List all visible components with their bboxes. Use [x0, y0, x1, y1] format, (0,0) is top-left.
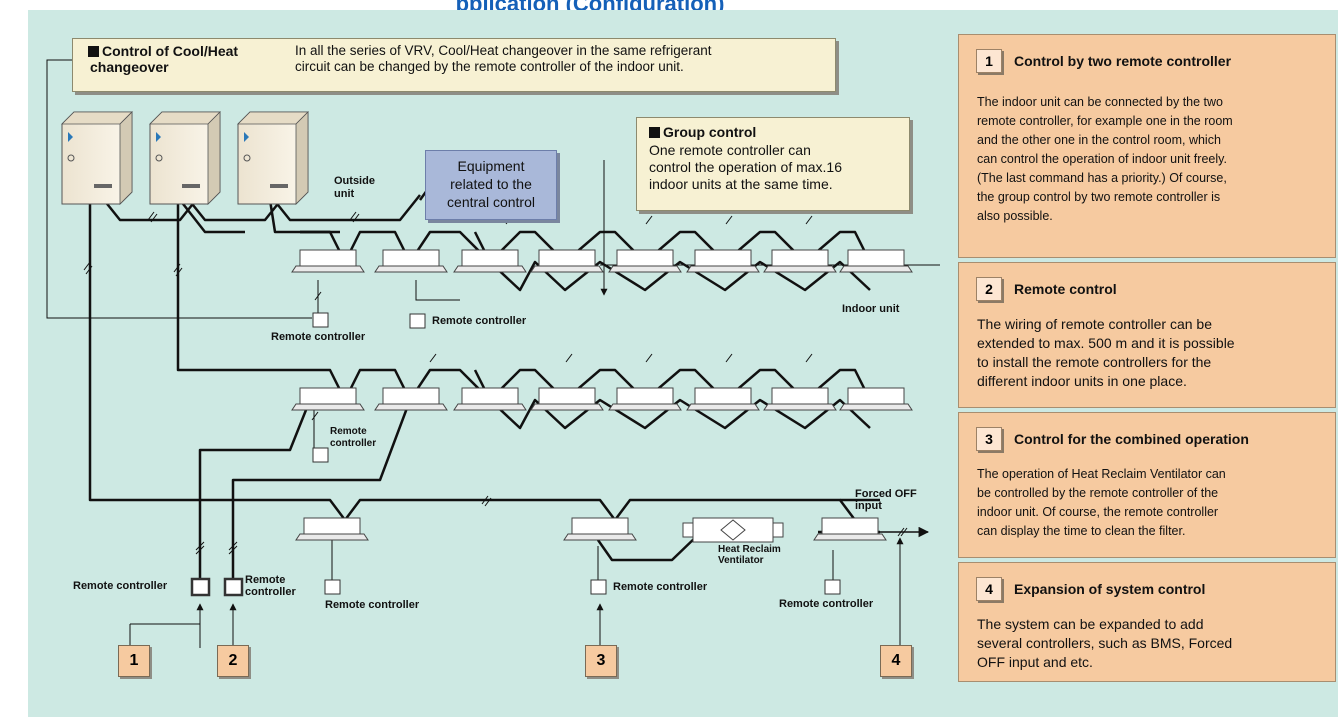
- outdoor-units: [61, 111, 309, 205]
- card-title: Control by two remote controller: [1014, 53, 1232, 69]
- group-control-box: Group control One remote controller can …: [636, 117, 910, 211]
- remote-controller-label-1: Remote controller: [271, 331, 366, 343]
- central-line-1: Equipment: [457, 158, 525, 174]
- remote-controller-label-6: Remote controller: [325, 599, 420, 611]
- group-heading: Group control: [663, 124, 757, 140]
- square-bullet-icon: [649, 127, 660, 138]
- remote-controller-label-7: Remote controller: [613, 581, 708, 593]
- central-line-2: related to the: [450, 176, 532, 192]
- group-line-1: One remote controller can: [649, 142, 811, 158]
- remote-controller-label-4: Remote controller: [73, 580, 168, 592]
- cool-heat-heading-2: changeover: [90, 59, 169, 75]
- cool-heat-box: Control of Cool/Heat changeover In all t…: [72, 38, 836, 92]
- number-badge-3: 3: [585, 645, 617, 677]
- group-line-2: control the operation of max.16: [649, 159, 843, 175]
- square-bullet-icon: [88, 46, 99, 57]
- card-number: 3: [976, 427, 1002, 451]
- remote-controller-label-2: Remote controller: [432, 315, 527, 327]
- indoor-units: [291, 249, 913, 541]
- card-title: Remote control: [1014, 281, 1117, 297]
- heat-reclaim-ventilator: [682, 517, 784, 543]
- card-title: Expansion of system control: [1014, 581, 1206, 597]
- central-control-box: Equipment related to the central control: [425, 150, 557, 220]
- cool-heat-text-1: In all the series of VRV, Cool/Heat chan…: [295, 43, 712, 58]
- card-number: 1: [976, 49, 1002, 73]
- group-line-3: indoor units at the same time.: [649, 176, 833, 192]
- number-badge-2: 2: [217, 645, 249, 677]
- cool-heat-text-2: circuit can be changed by the remote con…: [295, 59, 684, 74]
- number-badge-4: 4: [880, 645, 912, 677]
- cool-heat-line: [46, 59, 312, 319]
- card-number: 4: [976, 577, 1002, 601]
- cool-heat-heading-1: Control of Cool/Heat: [102, 43, 239, 59]
- card-number: 2: [976, 277, 1002, 301]
- remote-controllers: [190, 312, 841, 597]
- central-line-3: central control: [447, 194, 535, 210]
- remote-controller-label-8: Remote controller: [779, 598, 874, 610]
- number-badge-1: 1: [118, 645, 150, 677]
- card-title: Control for the combined operation: [1014, 431, 1249, 447]
- indoor-unit-label: Indoor unit: [842, 303, 900, 315]
